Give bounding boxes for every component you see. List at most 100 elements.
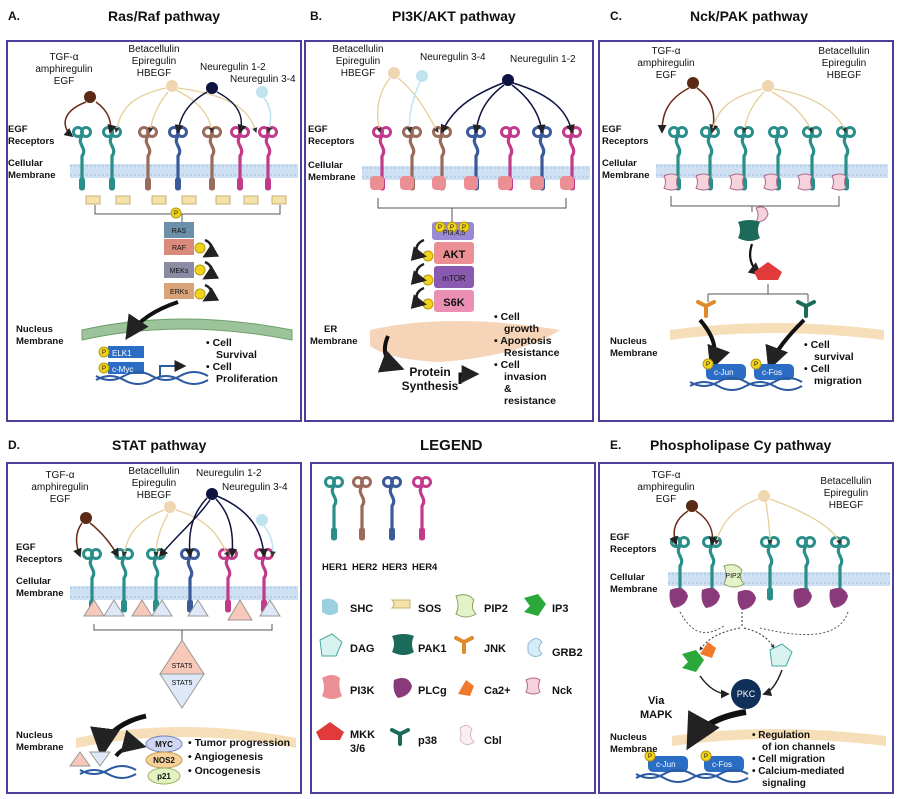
legend-frame — [310, 462, 596, 794]
a-tf-elk1: ELK1 — [112, 349, 132, 358]
legend-her4: HER4 — [412, 562, 438, 573]
c-out-b1: • — [804, 339, 811, 351]
panel-e-title: Phospholipase Cy pathway — [650, 437, 832, 453]
legend-jnk: JNK — [484, 643, 506, 655]
a-lig-m-3: HBEGF — [137, 68, 171, 79]
e-out-3: Cell migration — [758, 754, 825, 765]
a-lig-l-3: EGF — [54, 76, 75, 87]
legend-p38-icon — [390, 728, 410, 746]
svg-text:HER1 HER2 HER3 HER: HER1 HER2 HER3 HER4 — [322, 562, 438, 573]
legend-p38: p38 — [418, 735, 437, 747]
c-lig-m-2: Epiregulin — [822, 58, 866, 69]
legend-sos-icon — [390, 599, 411, 609]
d-lig-m-3: HBEGF — [137, 490, 171, 501]
legend-pip2: PIP2 — [484, 603, 508, 615]
a-out-3b: • — [206, 361, 213, 373]
a-kin-raf: RAF — [172, 245, 186, 252]
e-lig-l-1: TGF-α — [651, 470, 680, 481]
legend-plcg: PLCg — [418, 685, 447, 697]
b-p-1: P — [438, 225, 442, 231]
b-out-5: Cell — [501, 359, 520, 371]
panel-a-membrane — [70, 164, 298, 178]
e-rec-2: Receptors — [610, 544, 656, 555]
c-mem-2: Membrane — [602, 170, 650, 181]
e-tf-cfos: c-Fos — [712, 760, 732, 769]
panel-a-p-markers — [194, 242, 206, 300]
legend-pi3k-icon — [322, 675, 342, 699]
legend-mkk-sub: 3/6 — [350, 743, 365, 755]
legend-title: LEGEND — [420, 437, 483, 454]
legend-pak1: PAK1 — [418, 643, 447, 655]
d-out-3: Oncogenesis — [195, 765, 261, 777]
legend-shc-icon — [322, 598, 338, 615]
e-pip2: PIP2 — [725, 573, 740, 580]
d-mem-1: Cellular — [16, 576, 51, 587]
panel-a-nucleus-membrane — [81, 318, 293, 341]
b-rec-1: EGF — [308, 124, 328, 135]
d-lig-n34: Neuregulin 3-4 — [222, 482, 288, 493]
panel-b-title: PI3K/AKT pathway — [392, 8, 516, 24]
d-rec-2: Receptors — [16, 554, 62, 565]
b-out-b3: • — [494, 335, 500, 347]
a-out-1t: Cell — [213, 337, 232, 349]
legend-nck-icon — [525, 677, 541, 695]
d-stat-top: STAT5 — [172, 663, 193, 670]
b-lig-m-1: Betacellulin — [332, 44, 383, 55]
panel-e-membrane — [668, 572, 890, 586]
e-lig-l-3: EGF — [656, 494, 677, 505]
b-mem-2: Membrane — [308, 172, 356, 183]
d-rec-1: EGF — [16, 542, 36, 553]
b-p-2: P — [450, 225, 454, 231]
c-lig-l-1: TGF-α — [651, 46, 680, 57]
panel-c-title: Nck/PAK pathway — [690, 8, 808, 24]
c-out-4: migration — [814, 375, 862, 387]
panel-a-cmyc — [108, 362, 144, 374]
d-gene-myc: MYC — [155, 740, 173, 749]
b-kin-akt: AKT — [443, 249, 466, 261]
panel-c-nucleus-membrane — [670, 323, 884, 340]
e-pkc: PKC — [737, 689, 756, 699]
b-out-4: Resistance — [504, 347, 560, 359]
c-lig-l-3: EGF — [656, 70, 677, 81]
legend-ip3: IP3 — [552, 603, 569, 615]
e-via-1: Via — [648, 695, 665, 707]
legend-mkk-icon — [316, 722, 344, 740]
c-lig-m-1: Betacellulin — [818, 46, 869, 57]
d-mem-2: Membrane — [16, 588, 64, 599]
legend-ca2: Ca2+ — [484, 685, 511, 697]
d-gene-nos2: NOS2 — [153, 756, 175, 765]
panel-b-er-membrane — [370, 321, 560, 362]
d-lig-l-2: amphiregulin — [31, 482, 88, 493]
e-rec-1: EGF — [610, 532, 630, 543]
e-mem-1: Cellular — [610, 572, 645, 583]
e-p-2: P — [704, 754, 708, 760]
panel-c-p38 — [796, 300, 816, 318]
a-kin-meks: MEKs — [170, 268, 189, 275]
legend-ca2-icon — [458, 680, 474, 696]
b-rec-2: Receptors — [308, 136, 354, 147]
panel-d-p21 — [147, 767, 181, 785]
a-kin-erks: ERKs — [170, 289, 188, 296]
e-nuc-2: Membrane — [610, 744, 658, 755]
panel-a-receptors — [71, 125, 279, 192]
c-rec-2: Receptors — [602, 136, 648, 147]
legend-pak1-icon — [392, 634, 414, 655]
b-out-3: Apoptosis — [500, 335, 551, 347]
panel-d-stat-monomers — [83, 599, 281, 621]
c-p-2: P — [754, 362, 758, 368]
a-p-1: P — [174, 211, 178, 217]
legend-cbl-icon — [459, 724, 475, 746]
panel-e-pip2-shape — [723, 564, 745, 588]
panel-d-title: STAT pathway — [112, 437, 207, 453]
